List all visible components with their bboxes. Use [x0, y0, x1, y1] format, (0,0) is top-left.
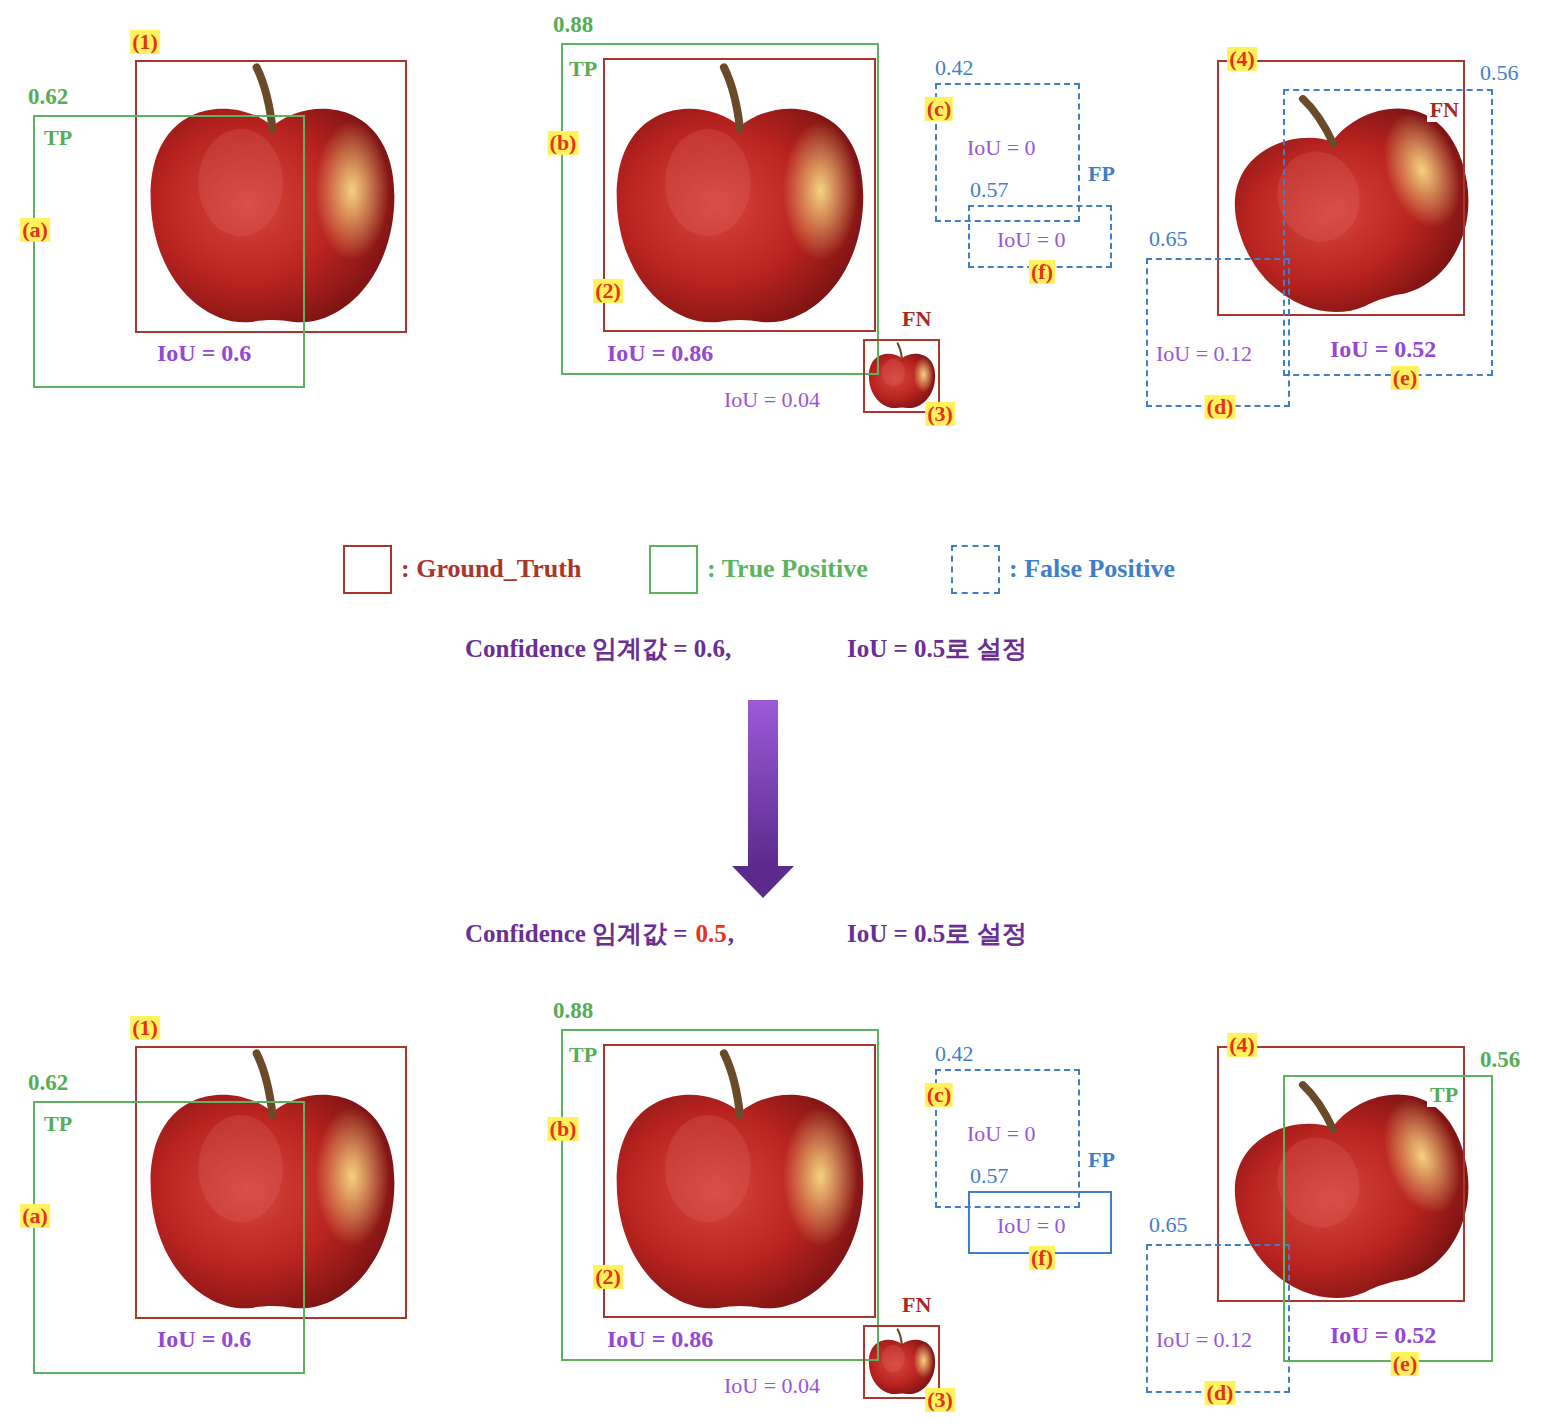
callout-tag: (3): [925, 402, 955, 426]
confidence-score: 0.56: [1480, 1047, 1520, 1072]
callout-tag: (a): [20, 1204, 50, 1228]
legend-swatch: [649, 545, 698, 594]
callout-tag: (4): [1227, 47, 1257, 71]
iou-value: IoU = 0.04: [724, 1374, 820, 1398]
tp-label: TP: [569, 1043, 597, 1067]
confidence-score: 0.88: [553, 998, 593, 1023]
fn-label: FN: [902, 307, 931, 331]
true-positive-box: 0.56TPIoU = 0.52(e): [1283, 1075, 1493, 1362]
callout-tag: (b): [548, 1117, 579, 1141]
confidence-score: 0.57: [970, 1164, 1009, 1188]
callout-tag: (c): [925, 97, 953, 121]
confidence-score: 0.42: [935, 56, 974, 80]
threshold-setting: Confidence 임계값 =: [465, 920, 688, 948]
tp-label: TP: [44, 1112, 72, 1136]
legend-swatch: [951, 545, 1000, 594]
true-positive-box: 0.88TP(b)IoU = 0.86: [561, 1029, 879, 1361]
callout-tag: (1): [130, 30, 160, 54]
callout-tag: (e): [1391, 1352, 1419, 1376]
ground-truth-box: (1): [135, 1046, 407, 1319]
iou-value: IoU = 0.86: [607, 1326, 713, 1352]
callout-tag: (b): [548, 131, 579, 155]
legend-text: : True Positive: [707, 555, 868, 584]
fp-label: FP: [1088, 162, 1115, 186]
fn-label: FN: [902, 1293, 931, 1317]
legend-text: : False Positive: [1009, 555, 1175, 584]
apple-illustration: [617, 67, 864, 322]
true-positive-box: 0.62TP(a)IoU = 0.6: [33, 115, 305, 388]
callout-tag: (d): [1205, 1381, 1236, 1405]
callout-tag: (f): [1029, 260, 1055, 284]
ground-truth-box: (1): [135, 60, 407, 333]
iou-value: IoU = 0: [997, 1214, 1066, 1238]
ground-truth-box: FNIoU = 0.04(3): [863, 339, 940, 413]
ground-truth-box: (4)FN: [1217, 60, 1465, 316]
apple-illustrations: [151, 58, 1496, 1394]
tp-label: TP: [44, 126, 72, 150]
iou-value: IoU = 0: [997, 228, 1066, 252]
threshold-value: 0.5: [696, 920, 727, 948]
arrow-head: [732, 866, 794, 898]
fn-label: FN: [1427, 98, 1462, 122]
callout-tag: (2): [593, 279, 623, 303]
confidence-score: 0.62: [28, 84, 68, 109]
iou-value: IoU = 0.04: [724, 388, 820, 412]
callout-tag: (a): [20, 218, 50, 242]
iou-value: IoU = 0.52: [1330, 1322, 1436, 1348]
callout-tag: (4): [1227, 1033, 1257, 1057]
iou-value: IoU = 0: [967, 1122, 1036, 1146]
iou-value: IoU = 0.12: [1156, 342, 1252, 366]
apple-illustration: [1206, 58, 1495, 337]
iou-value: IoU = 0.86: [607, 340, 713, 366]
callout-tag: (e): [1391, 366, 1419, 390]
apple-illustration: [617, 1053, 864, 1308]
legend-swatch: [343, 545, 392, 594]
confidence-score: 0.57: [970, 178, 1009, 202]
iou-value: IoU = 0.6: [157, 1326, 251, 1352]
tp-label: TP: [569, 57, 597, 81]
ground-truth-box: FNIoU = 0.04(3): [863, 1325, 940, 1399]
tp-label: TP: [1427, 1083, 1461, 1107]
true-positive-box: 0.62TP(a)IoU = 0.6: [33, 1101, 305, 1374]
callout-tag: (c): [925, 1083, 953, 1107]
false-positive-box: 0.65IoU = 0.12(d): [1146, 258, 1290, 407]
threshold-setting: IoU = 0.5로 설정: [847, 635, 1027, 663]
confidence-score: 0.42: [935, 1042, 974, 1066]
iou-value: IoU = 0: [967, 136, 1036, 160]
confidence-score: 0.65: [1149, 1213, 1188, 1237]
callout-tag: (f): [1029, 1246, 1055, 1270]
confidence-score: 0.62: [28, 1070, 68, 1095]
false-positive-box: 0.56IoU = 0.52(e): [1283, 89, 1493, 376]
callout-tag: (d): [1205, 395, 1236, 419]
confidence-score: 0.65: [1149, 227, 1188, 251]
threshold-setting: Confidence 임계값 = 0.6,: [465, 635, 731, 663]
arrow-shaft: [748, 700, 778, 868]
true-positive-box: 0.88TP(b)IoU = 0.86: [561, 43, 879, 375]
false-positive-box: 0.57IoU = 0(f): [968, 205, 1112, 268]
fp-label: FP: [1088, 1148, 1115, 1172]
threshold-setting: ,: [728, 920, 734, 948]
ground-truth-box: (2): [603, 1044, 876, 1318]
false-positive-box: 0.57IoU = 0(f): [968, 1191, 1112, 1254]
apple-illustration: [151, 67, 395, 322]
confidence-score: 0.88: [553, 12, 593, 37]
iou-value: IoU = 0.6: [157, 340, 251, 366]
down-arrow: [732, 700, 794, 898]
confidence-score: 0.56: [1480, 61, 1519, 85]
threshold-setting: IoU = 0.5로 설정: [847, 920, 1027, 948]
false-positive-box: 0.65IoU = 0.12(d): [1146, 1244, 1290, 1393]
callout-tag: (2): [593, 1265, 623, 1289]
iou-value: IoU = 0.52: [1330, 336, 1436, 362]
iou-value: IoU = 0.12: [1156, 1328, 1252, 1352]
callout-tag: (3): [925, 1388, 955, 1412]
apple-illustration: [151, 1053, 395, 1308]
ground-truth-box: (2): [603, 58, 876, 332]
legend-text: : Ground_Truth: [401, 555, 581, 584]
apple-illustration: [1206, 1044, 1495, 1323]
callout-tag: (1): [130, 1016, 160, 1040]
